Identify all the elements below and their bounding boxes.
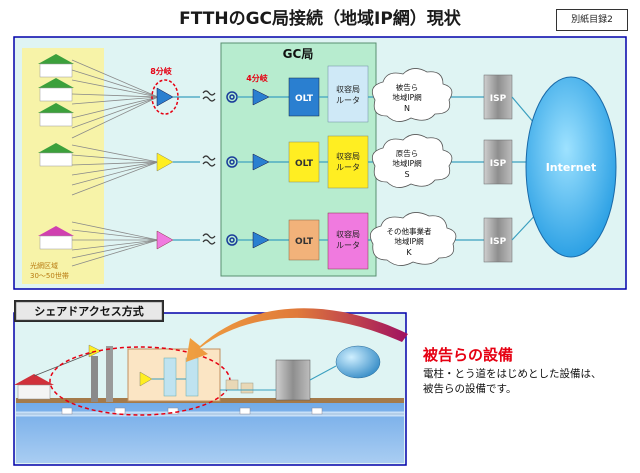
router-box (327, 135, 369, 189)
router-box (327, 65, 369, 123)
drop-lines-group-1 (71, 59, 159, 139)
house-icon (38, 78, 74, 102)
router-label: 収容局 (336, 151, 360, 161)
cloud-icon (371, 68, 453, 122)
internet-sphere-icon (335, 345, 381, 379)
internet-label: Internet (546, 161, 597, 174)
annex-label: 別紙目録2 (556, 9, 628, 31)
drop-lines-group-3 (71, 221, 159, 267)
router-label: ルータ (336, 96, 360, 105)
isp-server-icon (275, 359, 311, 401)
utility-pole-icon (91, 356, 98, 402)
olt-label: OLT (295, 159, 314, 169)
cloud-label: N (404, 104, 410, 113)
olt-label: OLT (295, 237, 314, 247)
splitter-icon (252, 231, 270, 249)
splitter-icon (156, 152, 174, 172)
cloud-icon (369, 212, 457, 266)
router-box (327, 212, 369, 270)
area-label: 30〜50世帯 (30, 271, 69, 280)
facility-description: 電柱・とう道をはじめとした設備は、 被告らの設備です。 (423, 367, 638, 397)
facility-heading: 被告らの設備 (423, 346, 514, 364)
drop-lines-group-2 (71, 144, 159, 196)
isp-label: ISP (490, 237, 507, 247)
router-label: ルータ (336, 163, 360, 172)
splitter-4-label: 4分岐 (246, 73, 269, 83)
share-title: シェアドアクセス方式 (34, 304, 143, 318)
isp-server-icon (483, 74, 513, 263)
cloud-label: 原告ら (396, 148, 419, 158)
cloud-label: K (406, 248, 412, 257)
house-icon (38, 226, 74, 250)
isp-label: ISP (490, 159, 507, 169)
area-label: 光網区域 (30, 261, 58, 270)
cloud-icon (371, 134, 453, 188)
curved-arrow-icon (186, 308, 408, 362)
olt-label: OLT (295, 94, 314, 104)
cloud-label: S (404, 170, 409, 179)
cloud-label: 地域IP網 (392, 92, 422, 102)
splitter-icon (156, 230, 174, 250)
house-icon (38, 103, 74, 127)
olt-box (288, 219, 320, 261)
splitter-8-label: 8分岐 (150, 66, 173, 76)
cloud-label: その他事業者 (387, 226, 432, 236)
house-icon (38, 54, 74, 78)
cloud-label: 被告ら (396, 82, 419, 92)
break-mark-icon (202, 90, 216, 245)
house-icon (14, 374, 54, 400)
facility-desc-line: 電柱・とう道をはじめとした設備は、 (423, 368, 602, 380)
router-label: ルータ (336, 241, 360, 250)
internet-cloud (525, 76, 617, 258)
isp-label: ISP (490, 94, 507, 104)
house-icon (38, 143, 74, 167)
olt-box (288, 77, 320, 117)
gc-station-label: GC局 (283, 47, 314, 61)
cloud-label: 地域IP網 (392, 158, 422, 168)
utility-pole-icon (106, 346, 113, 402)
page-title: FTTHのGC局接続（地域IP網）現状 (179, 9, 461, 29)
cloud-label: 地域IP網 (394, 236, 424, 246)
router-label: 収容局 (336, 229, 360, 239)
router-label: 収容局 (336, 84, 360, 94)
splitter-8-icon (156, 87, 174, 107)
splitter-icon (252, 153, 270, 171)
splitter-4-icon (252, 88, 270, 106)
facility-desc-line: 被告らの設備です。 (423, 383, 517, 395)
